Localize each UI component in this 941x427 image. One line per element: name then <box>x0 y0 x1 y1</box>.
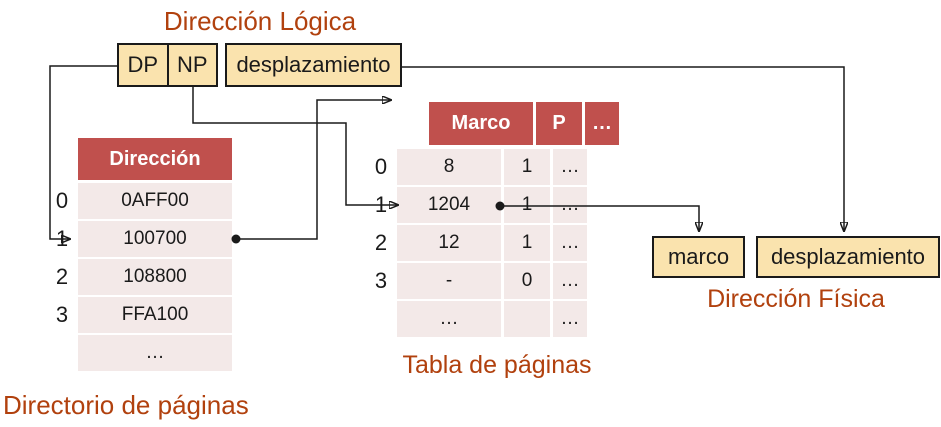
p-cell: 0 <box>504 263 550 299</box>
row-index: 1 <box>55 226 69 251</box>
page-table-header-marco: Marco <box>429 102 533 145</box>
row-index: 1 <box>374 192 388 217</box>
directory-cell: 100700 <box>78 221 232 257</box>
physical-address-title: Dirección Física <box>707 285 885 313</box>
marco-cell: … <box>397 301 501 337</box>
directory-row: 1 100700 <box>46 221 232 257</box>
p-cell: 1 <box>504 225 550 261</box>
more-cell: … <box>553 149 587 185</box>
row-index: 2 <box>374 230 388 255</box>
page-table-row: 0 8 1 … <box>365 149 619 185</box>
physical-frame-field: marco <box>652 236 745 278</box>
more-cell: … <box>553 301 587 337</box>
page-directory-table: Dirección 0 0AFF00 1 100700 2 108800 3 F… <box>46 138 232 373</box>
logical-address-fields: DP NP <box>117 43 218 87</box>
directory-row: 3 FFA100 <box>46 297 232 333</box>
page-table-row: … … <box>365 301 619 337</box>
directory-row: 0 0AFF00 <box>46 183 232 219</box>
np-field: NP <box>176 52 208 77</box>
directory-junction-dot <box>231 234 241 244</box>
p-cell: 1 <box>504 149 550 185</box>
row-index: 0 <box>374 154 388 179</box>
page-table-header-more: … <box>585 102 619 145</box>
page-directory-header: Dirección <box>78 138 232 180</box>
directory-cell: 108800 <box>78 259 232 295</box>
marco-cell: 8 <box>397 149 501 185</box>
page-directory-caption: Directorio de páginas <box>3 390 249 420</box>
row-index: 3 <box>55 302 69 327</box>
dp-field: DP <box>119 45 169 85</box>
page-table-row: 2 12 1 … <box>365 225 619 261</box>
page-table-caption: Tabla de páginas <box>402 351 592 379</box>
more-cell: … <box>553 187 587 223</box>
physical-offset-field: desplazamiento <box>756 236 940 278</box>
page-table-row: 3 - 0 … <box>365 263 619 299</box>
page-table-row: 1 1204 1 … <box>365 187 619 223</box>
logical-address-title: Dirección Lógica <box>163 6 357 36</box>
more-cell: … <box>553 263 587 299</box>
row-index <box>46 335 78 371</box>
more-cell: … <box>553 225 587 261</box>
directory-row: … <box>46 335 232 371</box>
row-index: 3 <box>374 268 388 293</box>
directory-cell: 0AFF00 <box>78 183 232 219</box>
logical-offset-field: desplazamiento <box>225 43 402 87</box>
row-index: 2 <box>55 264 69 289</box>
marco-cell: 12 <box>397 225 501 261</box>
page-table-header-row: Marco P … <box>397 102 619 145</box>
page-table-header-p: P <box>536 102 582 145</box>
p-cell: 1 <box>504 187 550 223</box>
row-index: 0 <box>55 188 69 213</box>
page-table: Marco P … 0 8 1 … 1 1204 1 … 2 12 1 … 3 … <box>365 102 619 339</box>
p-cell <box>504 301 550 337</box>
directory-cell: FFA100 <box>78 297 232 333</box>
directory-row: 2 108800 <box>46 259 232 295</box>
marco-cell: - <box>397 263 501 299</box>
row-index <box>365 301 397 337</box>
marco-cell: 1204 <box>397 187 501 223</box>
directory-cell: … <box>78 335 232 371</box>
